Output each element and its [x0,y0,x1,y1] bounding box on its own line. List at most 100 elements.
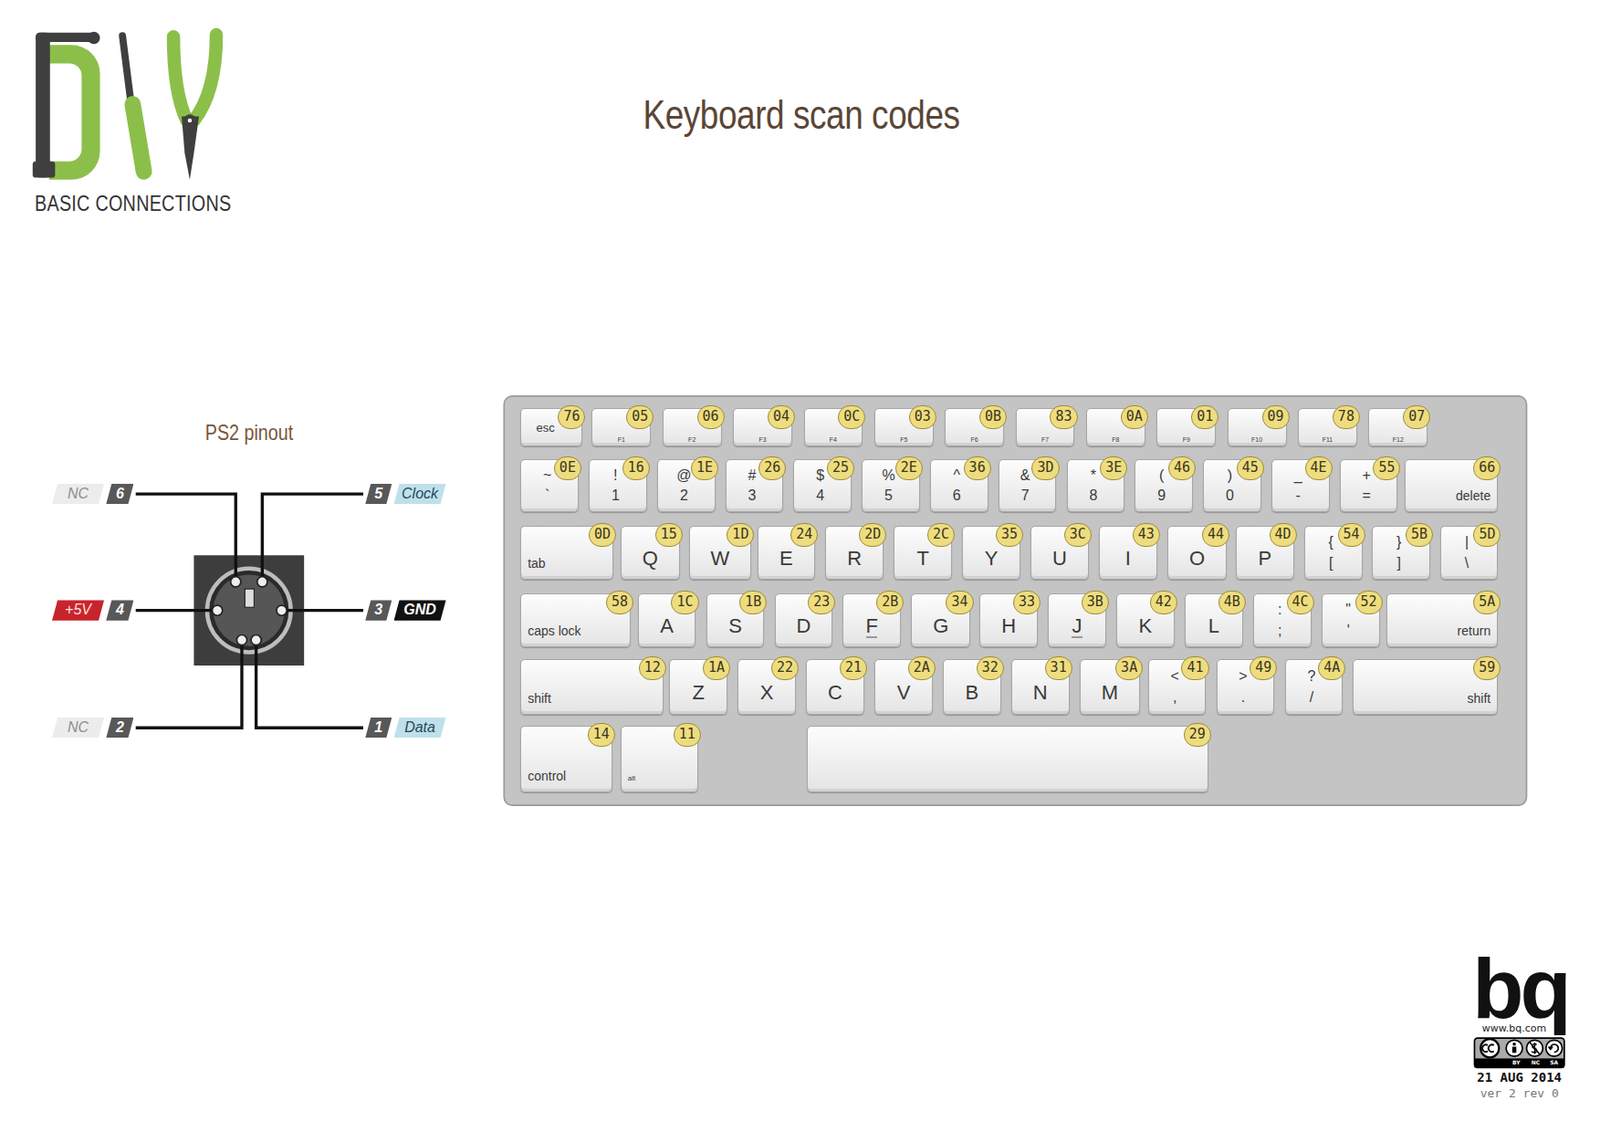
key-legend: \ [1464,555,1469,571]
keyboard-key: F206 [662,407,722,446]
scan-code: 0B [979,405,1007,429]
key-legend: = [1361,488,1370,503]
scan-code: 2D [858,522,887,547]
key-legend: F5 [899,436,908,443]
scan-code: 35 [995,522,1024,547]
keyboard-key: _-4E [1271,459,1330,513]
keyboard-key: @21E [657,459,716,513]
keyboard-key: C21 [805,658,865,714]
signal-name: Clock [394,483,447,504]
logo-pliers [173,36,188,121]
key-legend: 8 [1088,488,1098,503]
date-note: 21 AUG 2014 [1476,1070,1562,1084]
keyboard-key: shift 59 [1352,658,1498,714]
keyboard-key: F80A [1086,407,1146,446]
scan-code: 1C [670,590,699,615]
keyboard-key: )045 [1202,459,1262,513]
logo-clamp [32,161,56,178]
key-legend: { [1328,534,1334,550]
key-legend: ! [613,468,617,483]
key-legend: } [1396,534,1402,550]
key-legend: < [1170,669,1179,684]
pin-name: NC [52,483,105,504]
key-legend: 9 [1157,488,1166,503]
scan-code: 4A [1317,656,1346,680]
logo-clamp [35,32,51,178]
logo-screwdriver [122,35,131,100]
pin-name: NC [52,717,105,738]
scan-code: 2E [895,456,923,481]
scan-code: 3C [1064,522,1092,547]
keyboard-key: delete66 [1404,459,1498,513]
pin-number: 3 [365,599,392,620]
key-legend: Y [984,548,999,569]
scan-code: 49 [1249,656,1277,680]
key-legend: Z [692,682,705,703]
key-legend: ~ [543,468,552,483]
keyboard-key: esc76 [520,407,583,446]
keyboard-key: {[54 [1304,525,1363,580]
keyboard-key: Z1A [669,658,728,714]
scan-code: 0C [837,405,866,429]
key-legend: 3 [747,488,756,503]
key-legend: F2 [688,436,696,443]
scan-code: 09 [1262,405,1290,429]
key-legend: J [1072,616,1083,637]
key-legend: @ [676,468,691,483]
scan-code: 14 [587,722,616,747]
connector-pins [212,576,288,646]
signal-name: Data [394,717,447,738]
pin [230,576,241,587]
scan-code: 5D [1473,522,1501,547]
key-legend: E [779,548,794,569]
scan-code: 3E [1099,456,1128,481]
key-legend: shift [1467,691,1492,705]
keyboard-key: !116 [588,459,648,513]
scan-code: 07 [1402,405,1431,429]
web-address: www.bq.com [1482,1023,1547,1034]
scan-code: 3B [1081,590,1109,615]
pin-number: 4 [105,599,134,620]
scan-code: 4B [1218,590,1246,615]
key-legend: . [1241,690,1245,705]
pin-number: 6 [105,483,134,504]
scan-code: 0D [588,522,617,547]
scan-code: 4C [1286,590,1315,615]
scan-code: 21 [839,656,868,680]
scan-code: 59 [1473,656,1501,680]
key-legend: , [1172,690,1177,705]
key-legend: F3 [758,436,766,443]
keyboard-key: *83E [1066,459,1126,513]
key-legend: F7 [1041,436,1049,443]
key-legend: ] [1396,555,1401,571]
key-legend: _ [1294,468,1303,483]
license-tag: SA [1549,1059,1559,1066]
scan-code: 33 [1013,590,1041,615]
keyboard-key: F304 [732,407,793,446]
key-legend: + [1361,468,1370,483]
keyboard-key: F2B [842,593,901,648]
keyboard-key: tab0D [520,525,614,580]
connector-face [213,575,285,647]
keyboard-key: P4D [1235,525,1295,580]
scan-code: 4E [1305,456,1333,481]
key-legend: F4 [829,436,837,443]
scan-code: 4D [1269,522,1297,547]
page-title: Keyboard scan codes [642,94,960,136]
scan-code: 76 [557,405,586,429]
key-legend: alt [627,774,636,783]
keyboard-key: (946 [1134,459,1193,513]
keyboard-key: &73D [998,459,1057,513]
key-legend: T [916,548,929,569]
wire [135,640,242,728]
cc-box [1474,1037,1564,1067]
signal-name: GND [394,599,447,620]
scan-code: 54 [1337,522,1365,547]
scan-code: 25 [826,456,855,481]
key-legend: S [728,616,743,637]
key-legend: 5 [884,488,893,503]
logo-subtitle: BASIC CONNECTIONS [34,193,231,215]
key-legend: 7 [1021,488,1030,503]
scan-code: 36 [963,456,992,481]
key-legend: delete [1455,489,1491,502]
